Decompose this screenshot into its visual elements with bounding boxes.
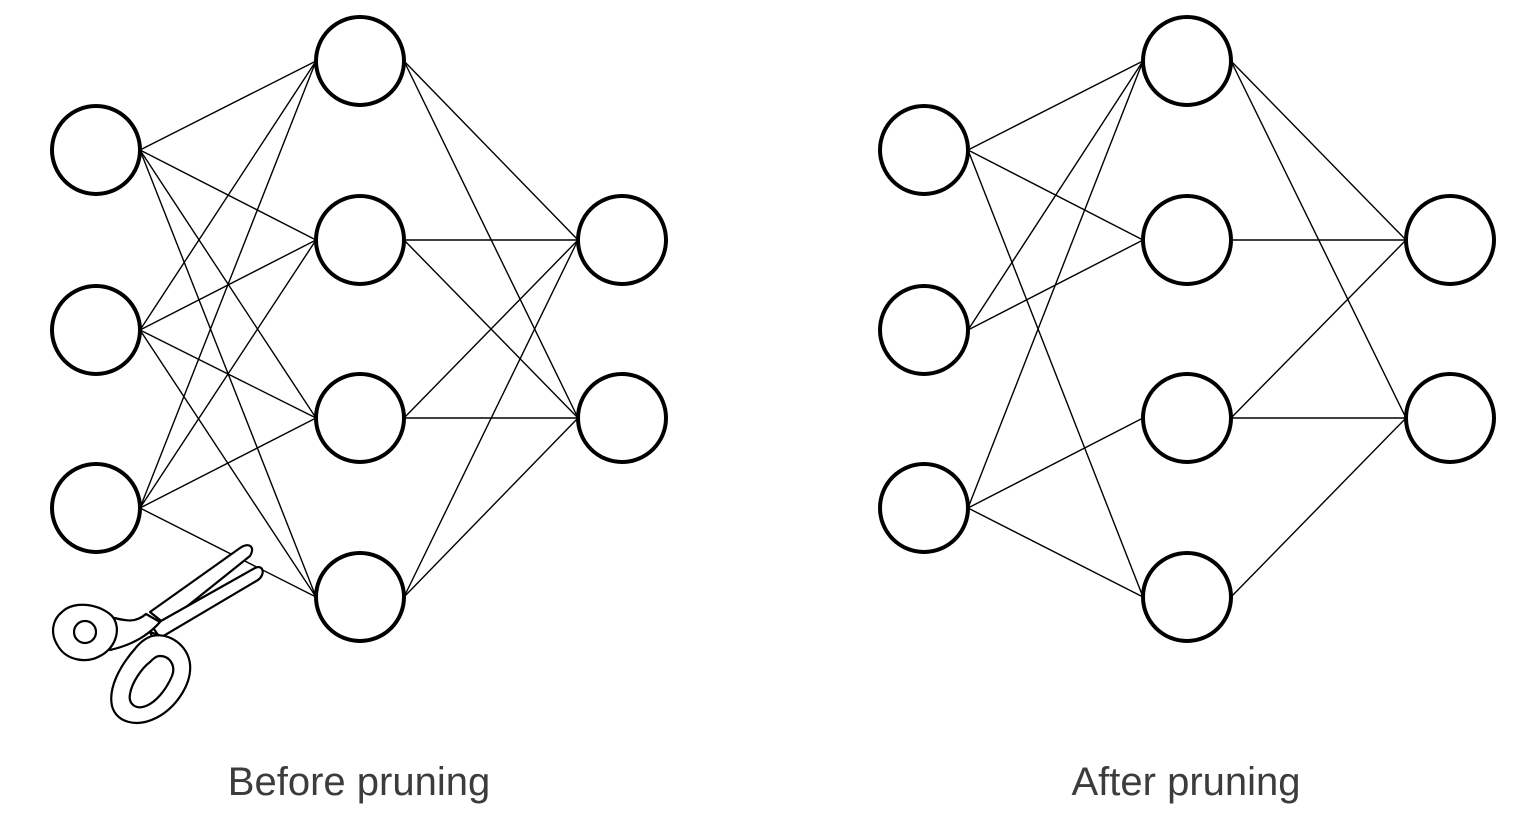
before-edge-hidden1-output1 (403, 60, 579, 241)
after-output-node-1 (1404, 194, 1496, 286)
after-edge-input3-hidden3 (967, 417, 1144, 509)
after-edge-input3-hidden4 (967, 507, 1144, 598)
after-hidden-node-3 (1141, 372, 1233, 464)
before-edge-input3-hidden2 (139, 239, 317, 509)
after-edge-input2-hidden1 (967, 60, 1144, 331)
before-output-node-1 (576, 194, 668, 286)
network-after-pruning (878, 15, 1496, 643)
before-edge-hidden3-output1 (403, 239, 579, 419)
caption-before-pruning: Before pruning (227, 760, 491, 804)
after-input-node-1 (878, 104, 970, 196)
after-input-node-2 (878, 284, 970, 376)
caption-after-pruning: After pruning (1071, 760, 1301, 804)
before-input-node-1 (50, 104, 142, 196)
after-edge-hidden4-output2 (1230, 417, 1407, 598)
after-input-node-3 (878, 462, 970, 554)
after-hidden-node-1 (1141, 15, 1233, 107)
before-edge-input2-hidden1 (139, 60, 317, 331)
after-output-node-2 (1404, 372, 1496, 464)
before-edge-hidden4-output2 (403, 417, 579, 598)
after-edge-hidden3-output1 (1230, 239, 1407, 419)
before-input-node-2 (50, 284, 142, 376)
before-edge-hidden4-output1 (403, 239, 579, 598)
before-edge-input3-hidden1 (139, 60, 317, 509)
scissors-icon (52, 544, 264, 724)
after-hidden-node-2 (1141, 194, 1233, 286)
before-output-node-2 (576, 372, 668, 464)
after-edge-input1-hidden4 (967, 149, 1144, 598)
network-before-pruning (50, 15, 668, 643)
before-hidden-node-2 (314, 194, 406, 286)
after-hidden-node-4 (1141, 551, 1233, 643)
before-input-node-3 (50, 462, 142, 554)
before-edge-input3-hidden3 (139, 417, 317, 509)
before-hidden-node-1 (314, 15, 406, 107)
before-hidden-node-4 (314, 551, 406, 643)
before-edge-input3-hidden4 (139, 507, 317, 598)
after-edge-input3-hidden1 (967, 60, 1144, 509)
before-hidden-node-3 (314, 372, 406, 464)
before-edge-input1-hidden1 (139, 60, 317, 151)
after-edge-input1-hidden1 (967, 60, 1144, 151)
after-edge-hidden1-output1 (1230, 60, 1407, 241)
